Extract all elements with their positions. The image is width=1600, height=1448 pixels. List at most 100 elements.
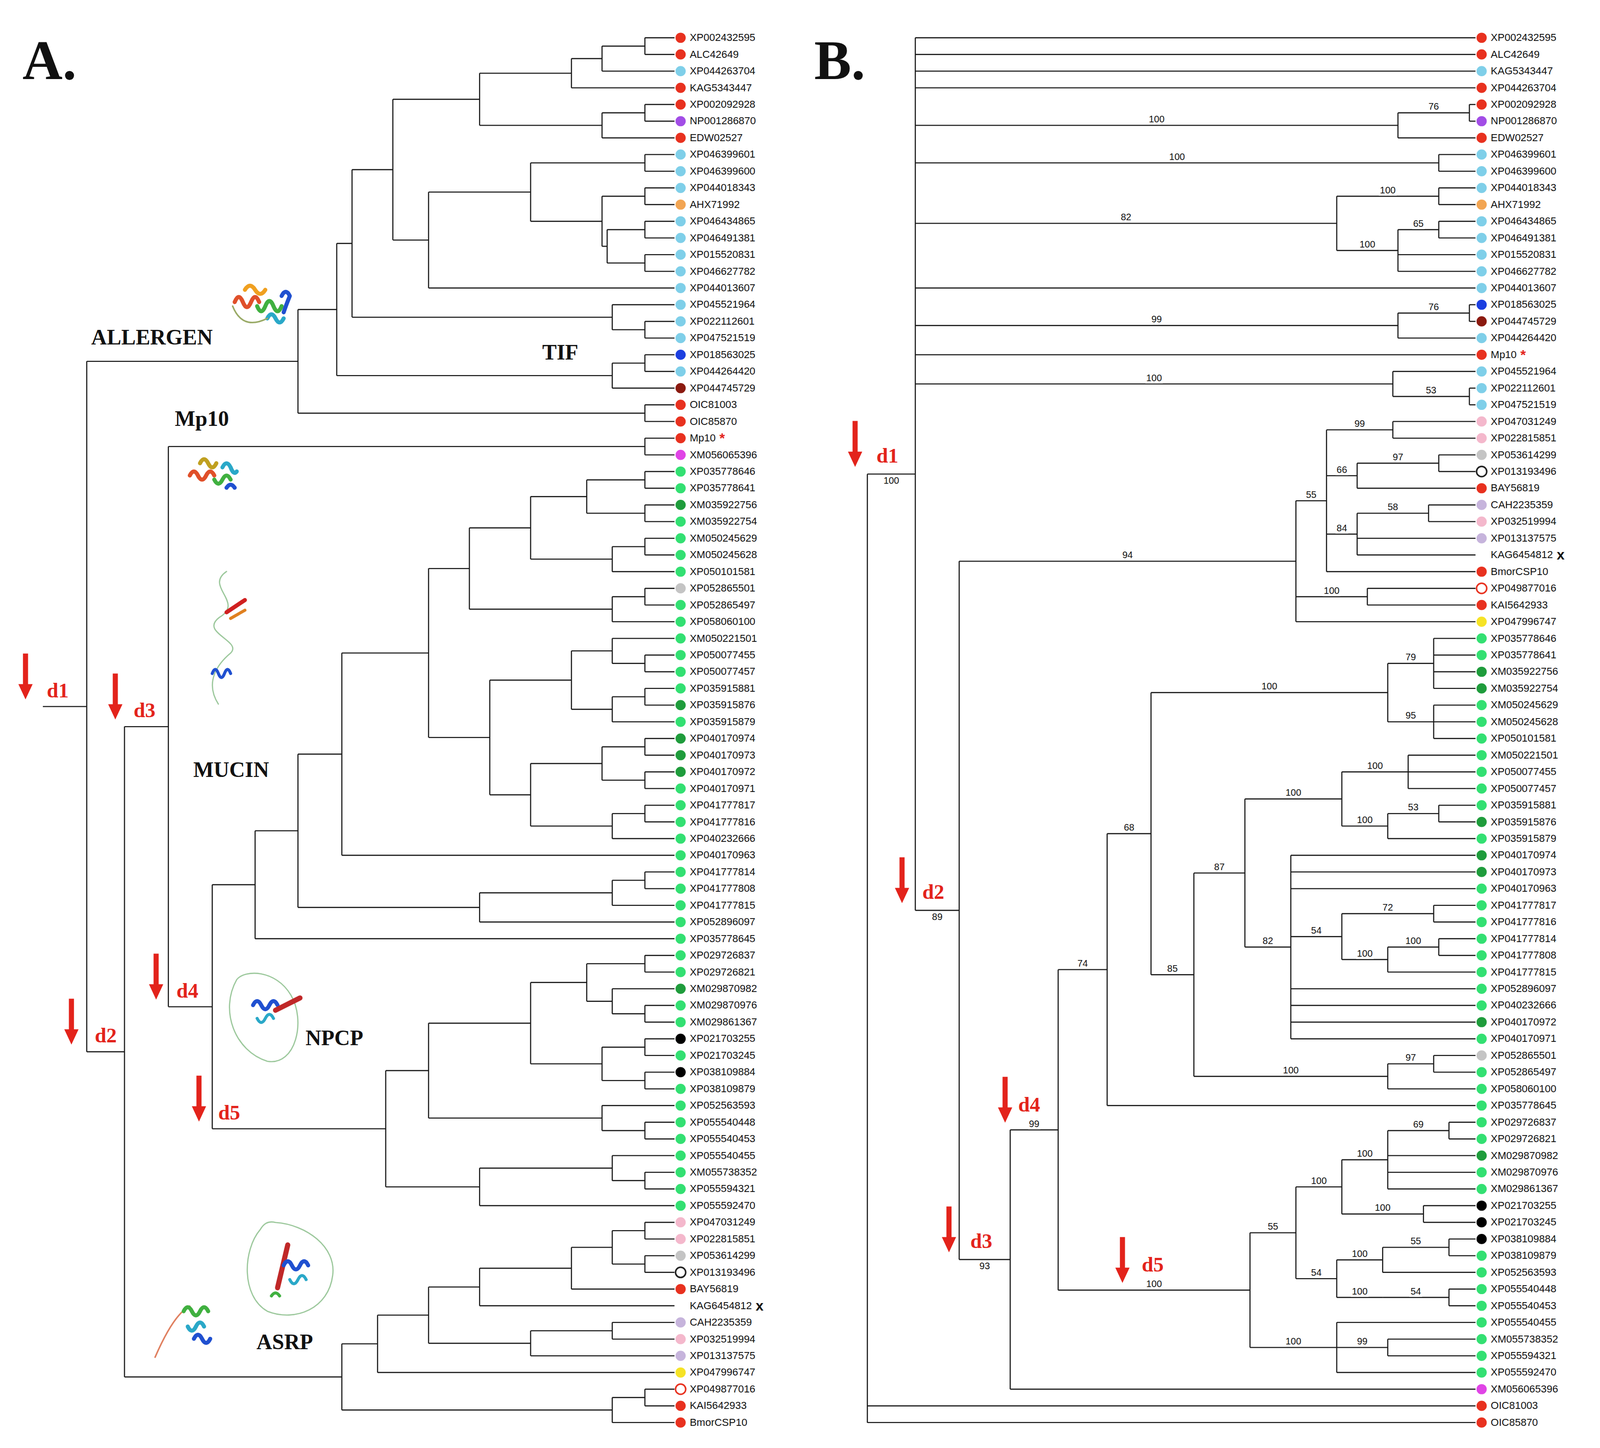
tree-branch xyxy=(1367,587,1476,589)
taxon-dot xyxy=(675,1067,686,1078)
tree-branch xyxy=(1387,1129,1449,1131)
taxon-dot xyxy=(675,967,686,978)
taxon-dot xyxy=(1476,833,1488,844)
leaf-label: XP002092928 xyxy=(1489,98,1558,111)
tree-branch xyxy=(915,383,1393,385)
tree-branch xyxy=(915,53,1476,55)
bootstrap-value: 100 xyxy=(1310,1175,1328,1187)
taxon-dot xyxy=(1476,282,1488,294)
tree-branch xyxy=(489,679,572,681)
leaf-label: XP041777815 xyxy=(688,899,757,912)
taxon-dot xyxy=(1476,1083,1488,1095)
clade-name: MUCIN xyxy=(192,757,271,783)
tree-branch xyxy=(1326,475,1358,477)
tree-branch xyxy=(1469,304,1476,305)
tree-branch xyxy=(297,906,480,908)
bootstrap-value: 72 xyxy=(1381,902,1394,913)
tree-branch xyxy=(530,162,646,164)
tree-branch xyxy=(644,1171,675,1173)
tree-branch xyxy=(479,892,613,894)
leaf-label: XP035915876 xyxy=(688,698,757,712)
leaf-label: XP015520831 xyxy=(1489,248,1558,261)
taxon-dot xyxy=(1476,266,1488,277)
tree-branch xyxy=(1357,512,1429,514)
taxon-dot xyxy=(1476,249,1488,260)
tree-branch xyxy=(297,309,337,311)
taxon-dot xyxy=(675,166,686,177)
tree-branch xyxy=(1433,671,1476,672)
leaf-label: XP055540448 xyxy=(688,1116,757,1129)
leaf-label: XP052865497 xyxy=(688,599,757,612)
taxon-dot xyxy=(1476,733,1488,744)
leaf-label: XP052563593 xyxy=(1489,1266,1558,1279)
tree-branch xyxy=(1244,946,1291,948)
taxon-dot xyxy=(1476,1384,1488,1395)
bootstrap-value: 100 xyxy=(1145,372,1163,384)
leaf-label: OIC81003 xyxy=(688,398,738,411)
taxon-dot xyxy=(1476,900,1488,911)
leaf-label: XP035778645 xyxy=(1489,1099,1558,1112)
bootstrap-value: 100 xyxy=(1351,1248,1369,1260)
tree-branch xyxy=(1336,1346,1388,1348)
tree-branch xyxy=(86,360,298,362)
taxon-dot xyxy=(1476,466,1488,477)
bootstrap-value: 100 xyxy=(1358,239,1376,250)
bootstrap-value: 84 xyxy=(1335,522,1348,534)
leaf-label: XP041777808 xyxy=(688,882,757,895)
tree-branch xyxy=(644,354,675,356)
taxon-dot xyxy=(675,1133,686,1144)
tree-branch xyxy=(644,1405,675,1407)
taxon-dot xyxy=(1476,866,1488,878)
tree-branch xyxy=(612,1263,645,1265)
tree-branch xyxy=(1438,821,1476,823)
taxon-dot xyxy=(675,65,686,77)
tree-branch xyxy=(1387,1355,1476,1357)
leaf-label: NP001286870 xyxy=(1489,114,1559,128)
taxon-dot xyxy=(675,633,686,644)
tree-branch xyxy=(1367,604,1476,606)
protein-structure xyxy=(212,571,245,704)
leaf-label: XP046434865 xyxy=(1489,215,1558,228)
tree-branch xyxy=(959,560,1296,562)
tree-branch xyxy=(644,871,675,873)
leaf-label: OIC85870 xyxy=(1489,1416,1539,1429)
tree-branch xyxy=(612,1230,645,1232)
tree-branch xyxy=(644,153,675,155)
divergence-arrow xyxy=(149,953,164,1000)
taxon-dot xyxy=(1476,1250,1488,1262)
helix xyxy=(200,459,217,468)
leaf-label: XP044745729 xyxy=(688,382,757,395)
leaf-label: XP050077455 xyxy=(688,648,757,662)
tree-branch xyxy=(352,168,393,170)
leaf-label: XP046399601 xyxy=(688,148,757,161)
bootstrap-value: 66 xyxy=(1335,464,1348,476)
taxon-dot xyxy=(675,666,686,678)
tree-branch xyxy=(1341,959,1388,960)
taxon-dot xyxy=(675,950,686,961)
leaf-label: XP035915879 xyxy=(688,715,757,728)
tree-branch xyxy=(612,696,645,697)
bootstrap-value: 82 xyxy=(1261,935,1274,947)
tree-branch xyxy=(644,1255,675,1256)
taxon-dot xyxy=(1476,366,1488,377)
tree-branch xyxy=(612,813,645,815)
taxon-dot xyxy=(1476,166,1488,177)
tree-branch xyxy=(1398,312,1470,314)
tree-branch xyxy=(1336,1259,1384,1261)
tree-branch xyxy=(1290,1004,1476,1006)
leaf-label: XP038109884 xyxy=(1489,1232,1558,1246)
leaf-label: XP035778641 xyxy=(1489,648,1558,662)
taxon-dot xyxy=(1476,850,1488,861)
tree-branch xyxy=(1336,249,1399,251)
taxon-dot xyxy=(1476,1283,1488,1295)
tree-branch xyxy=(644,504,675,506)
bootstrap-value: 58 xyxy=(1386,501,1400,513)
taxon-dot xyxy=(675,783,686,794)
tree-branch xyxy=(1336,1296,1384,1298)
tree-branch xyxy=(586,963,646,965)
leaf-label: KAG6454812 xyxy=(688,1299,753,1312)
taxon-dot xyxy=(675,1267,686,1278)
tree-branch xyxy=(644,420,675,422)
tree-branch xyxy=(644,1221,675,1223)
bootstrap-value: 100 xyxy=(1356,1148,1374,1160)
